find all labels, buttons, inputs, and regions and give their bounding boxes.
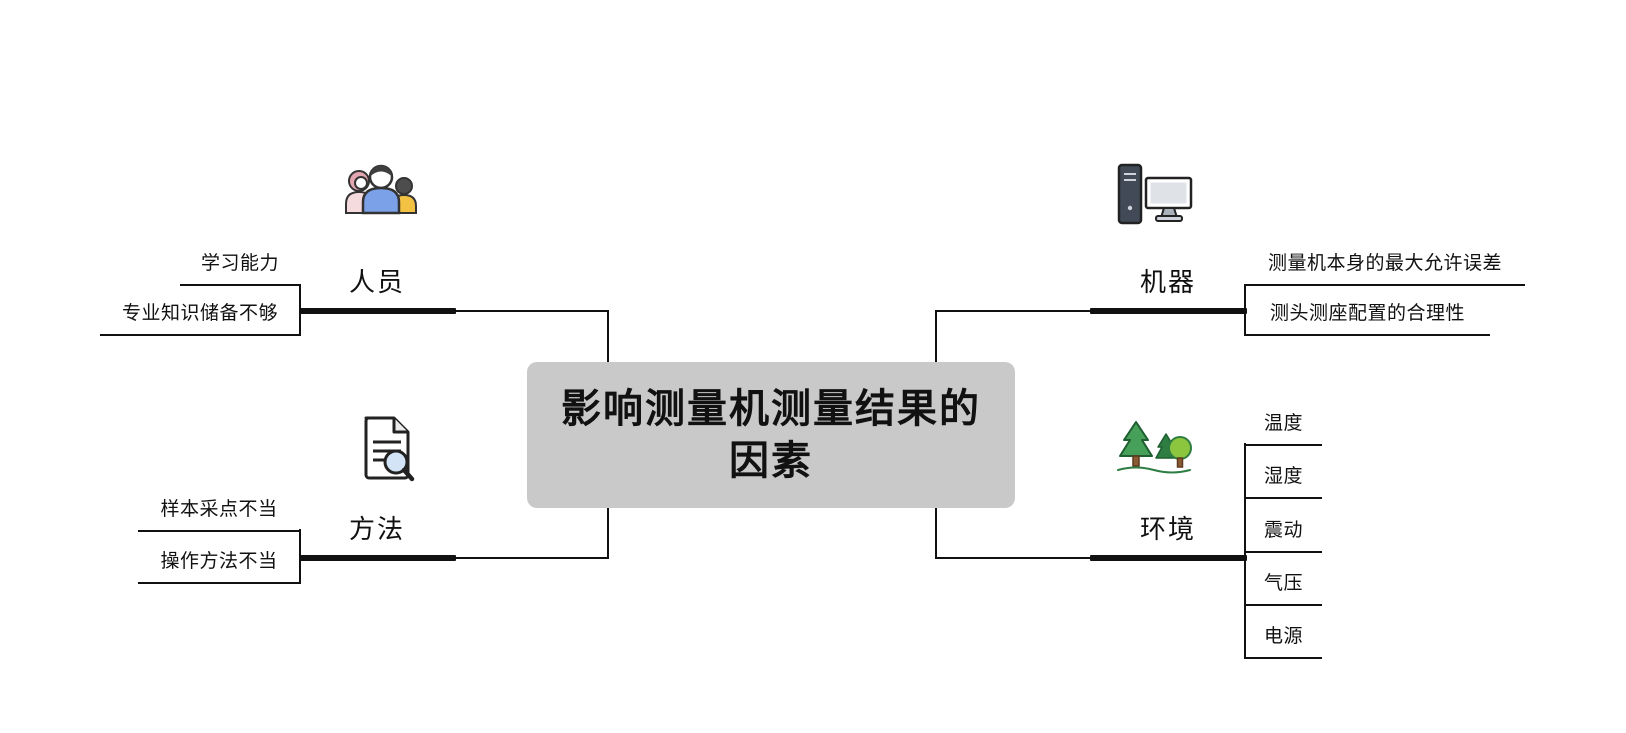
leaf-node-environment-5[interactable]: 电源 [1245, 626, 1322, 659]
branch-node-environment[interactable]: 环境 [1139, 514, 1196, 544]
people-icon [345, 164, 417, 215]
branch-node-method[interactable]: 方法 [348, 514, 405, 544]
branch-node-machine[interactable]: 机器 [1139, 267, 1196, 297]
leaf-node-personnel-2[interactable]: 专业知识储备不够 [100, 303, 300, 336]
branch-underline-environment [1090, 555, 1247, 561]
leaf-node-environment-1[interactable]: 温度 [1245, 413, 1322, 446]
connector-personnel [456, 310, 609, 363]
leaf-node-machine-1[interactable]: 测量机本身的最大允许误差 [1245, 253, 1525, 286]
branch-node-personnel[interactable]: 人员 [348, 267, 405, 297]
branch-underline-personnel [299, 308, 456, 314]
connector-method [456, 507, 609, 559]
leaf-node-environment-4[interactable]: 气压 [1245, 573, 1322, 606]
leaf-node-method-2[interactable]: 操作方法不当 [138, 551, 300, 584]
branch-underline-method [299, 555, 456, 561]
central-topic-line1: 影响测量机测量结果的 [561, 387, 981, 431]
leaf-node-environment-2[interactable]: 湿度 [1245, 466, 1322, 499]
leaf-node-environment-3[interactable]: 震动 [1245, 520, 1322, 553]
branch-underline-machine [1090, 308, 1247, 314]
computer-icon [1117, 163, 1193, 225]
leaf-node-method-1[interactable]: 样本采点不当 [138, 499, 300, 532]
central-topic-line2: 因素 [729, 439, 813, 483]
document-search-icon [364, 416, 415, 482]
central-topic[interactable]: 影响测量机测量结果的 因素 [527, 362, 1015, 508]
leaf-node-machine-2[interactable]: 测头测座配置的合理性 [1245, 303, 1490, 336]
connector-machine [935, 310, 1090, 363]
trees-icon [1117, 421, 1192, 474]
leaf-node-personnel-1[interactable]: 学习能力 [180, 253, 300, 286]
connector-environment [935, 507, 1090, 559]
